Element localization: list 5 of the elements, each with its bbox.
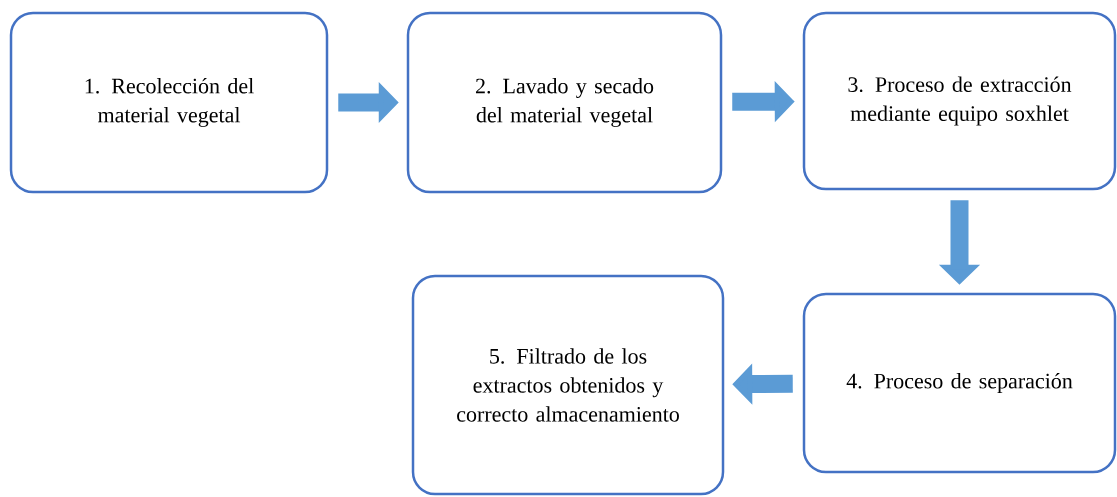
process-box: 2. Lavado y secado del material vegetal: [406, 11, 723, 194]
process-box: 1. Recolección del material vegetal: [9, 11, 329, 194]
process-box: 4. Proceso de separación: [802, 292, 1117, 474]
process-box: 5. Filtrado de los extractos obtenidos y correcto almacenamiento: [411, 274, 725, 496]
process-box: 3. Proceso de extracción mediante equipo soxhlet: [802, 11, 1117, 191]
